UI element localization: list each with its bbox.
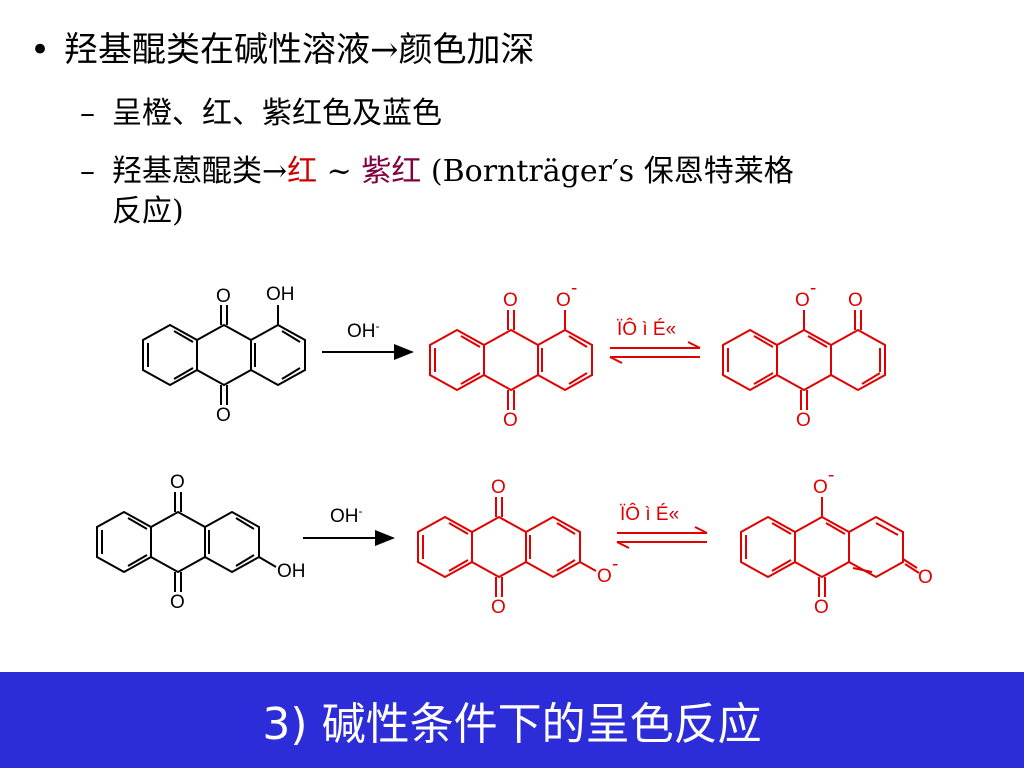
atom-o: O [814, 597, 829, 618]
sub2-continuation: 反应) [112, 194, 184, 229]
atom-o-minus: O [795, 290, 810, 311]
atom-o: O [491, 597, 506, 618]
molecule-quinoid-2 [740, 497, 920, 597]
molecule-1-hydroxyanthraquinone [142, 305, 306, 405]
charge-minus: - [810, 278, 816, 299]
atom-oh: OH [266, 284, 295, 305]
sub-bullet-1: –呈橙、红、紫红色及蓝色 [80, 94, 442, 134]
equilibrium-label-2: ÏÔ ì É« [620, 503, 679, 525]
phenolate-2-labels: O O O - [491, 477, 618, 618]
atom-oh: OH [277, 561, 306, 582]
bullet-main-text: 羟基醌类在碱性溶液→颜色加深 [64, 30, 535, 70]
quinoid-2-labels: O - O O [813, 465, 933, 618]
equilibrium-arrows-1 [609, 341, 701, 364]
sub2-suffix: (Bornträger′s 保恩特莱格 [421, 154, 794, 189]
molecule-quinoid-1 [722, 310, 886, 410]
atom-o: O [503, 410, 518, 431]
reagent-2: OH- [330, 504, 363, 527]
atom-o: O [918, 567, 933, 588]
reaction-scheme: O O OH OH- O O - O ÏÔ ì É« [96, 278, 933, 618]
phenolate-1-labels: O O - O [503, 278, 577, 431]
reagent-1: OH- [347, 319, 380, 342]
footer-title: 3) 碱性条件下的呈色反应 [262, 699, 762, 750]
equilibrium-arrows-2 [616, 526, 708, 549]
atom-o-top: O [216, 286, 231, 307]
sub2-prefix: 羟基蒽醌类→ [112, 154, 288, 189]
bullet-main: • 羟基醌类在碱性溶液→颜色加深 [30, 28, 535, 72]
charge-minus: - [828, 465, 834, 486]
atom-o-minus: O [813, 477, 828, 498]
atom-o: O [491, 477, 506, 498]
atom-o-bottom: O [216, 405, 231, 426]
molecule-phenolate-2 [417, 497, 597, 597]
atom-o: O [503, 290, 518, 311]
atom-o-minus: O [597, 566, 612, 587]
dash-2: – [80, 154, 95, 189]
quinoid-1-labels: O - O O [795, 278, 863, 431]
bullet-dot: • [30, 30, 51, 70]
dash-1: – [80, 96, 95, 131]
sub2-tilde: ~ [317, 154, 362, 189]
atom-o-top: O [170, 472, 185, 493]
molecule-2-hydroxyanthraquinone [96, 492, 277, 592]
sub2-purple-word: 紫红 [361, 154, 422, 189]
atom-o: O [848, 290, 863, 311]
sub2-red-word: 红 [287, 154, 318, 189]
atom-o: O [796, 410, 811, 431]
molecule-phenolate-1 [429, 310, 593, 410]
footer-banner: 3) 碱性条件下的呈色反应 [0, 672, 1024, 768]
charge-minus: - [612, 554, 618, 575]
atom-o-minus: O [556, 290, 571, 311]
sub-bullet-1-text: 呈橙、红、紫红色及蓝色 [112, 96, 442, 131]
charge-minus: - [571, 278, 577, 299]
equilibrium-label-1: ÏÔ ì É« [617, 318, 676, 340]
atom-o-bottom: O [170, 592, 185, 613]
sub-bullet-2: –羟基蒽醌类→红 ~ 紫红 (Bornträger′s 保恩特莱格 反应) [80, 152, 980, 232]
